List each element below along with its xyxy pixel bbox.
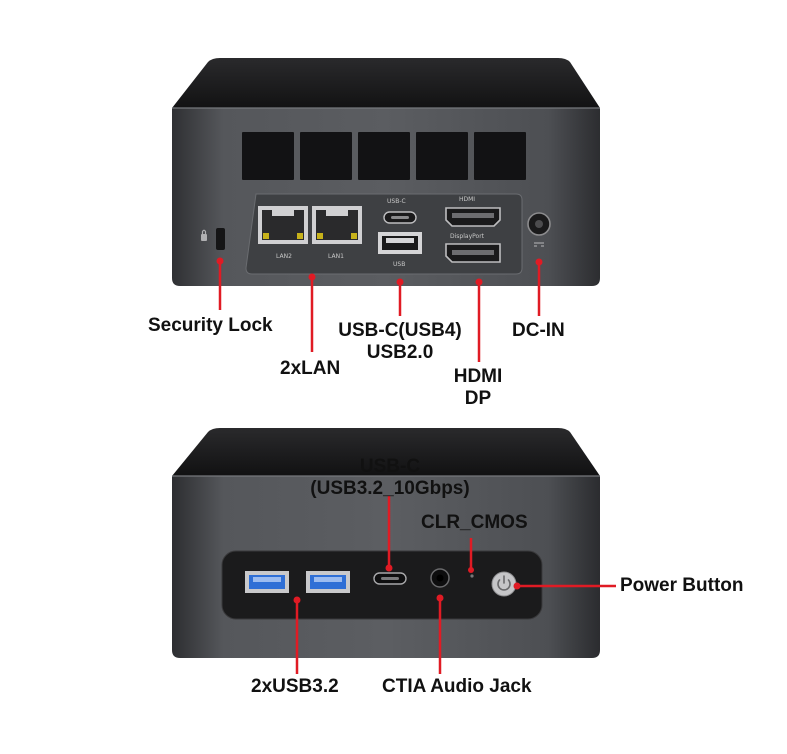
clr-cmos-pinhole <box>470 574 474 578</box>
front-usbc-speed-line: (USB3.2_10Gbps) <box>310 478 470 499</box>
dp-label-line: DP <box>464 388 492 409</box>
rear-view-drawing: LAN2 LAN1 USB-C USB HDMI DisplayPort <box>172 58 600 362</box>
lan-port-1 <box>312 206 362 244</box>
rear-view-device: LAN2 LAN1 USB-C USB HDMI DisplayPort <box>172 58 600 362</box>
displayport-print: DisplayPort <box>450 233 485 240</box>
video-callout-label: HDMI DP <box>440 366 516 410</box>
usb-callout-label: USB-C(USB4) USB2.0 <box>330 320 470 364</box>
hdmi-label-line: HDMI <box>453 366 503 387</box>
usb4-label-line: USB-C(USB4) <box>338 320 462 341</box>
front-usbc-label-line: USB-C <box>359 456 421 477</box>
usb-print: USB <box>393 261 405 268</box>
security-lock-label: Security Lock <box>148 315 273 336</box>
dc-in-jack <box>527 212 551 247</box>
clr-cmos-label: CLR_CMOS <box>421 512 528 533</box>
dc-in-label: DC-IN <box>512 320 565 341</box>
rear-top-surface <box>172 58 600 108</box>
audio-jack-label: CTIA Audio Jack <box>382 676 532 697</box>
power-button <box>491 571 517 597</box>
front-callouts <box>293 496 616 674</box>
usb32-port-2 <box>306 571 350 593</box>
front-view-drawing <box>172 428 616 674</box>
usb2-label-line: USB2.0 <box>366 342 434 363</box>
usb32-label: 2xUSB3.2 <box>251 676 339 697</box>
vent-grille <box>242 132 526 180</box>
security-lock-slot <box>201 228 225 250</box>
front-usbc-callout-label: USB-C (USB3.2_10Gbps) <box>292 456 488 500</box>
power-button-label: Power Button <box>620 575 744 596</box>
usbc-print: USB-C <box>387 198 406 205</box>
lan-port-2 <box>258 206 308 244</box>
lan2-print: LAN2 <box>276 253 292 260</box>
front-view-device <box>0 420 787 754</box>
rear-callouts <box>216 257 543 362</box>
hdmi-print: HDMI <box>459 196 475 203</box>
usb32-port-1 <box>245 571 289 593</box>
lan-label: 2xLAN <box>280 358 341 379</box>
front-top-surface <box>172 428 600 476</box>
lan1-print: LAN1 <box>328 253 344 260</box>
